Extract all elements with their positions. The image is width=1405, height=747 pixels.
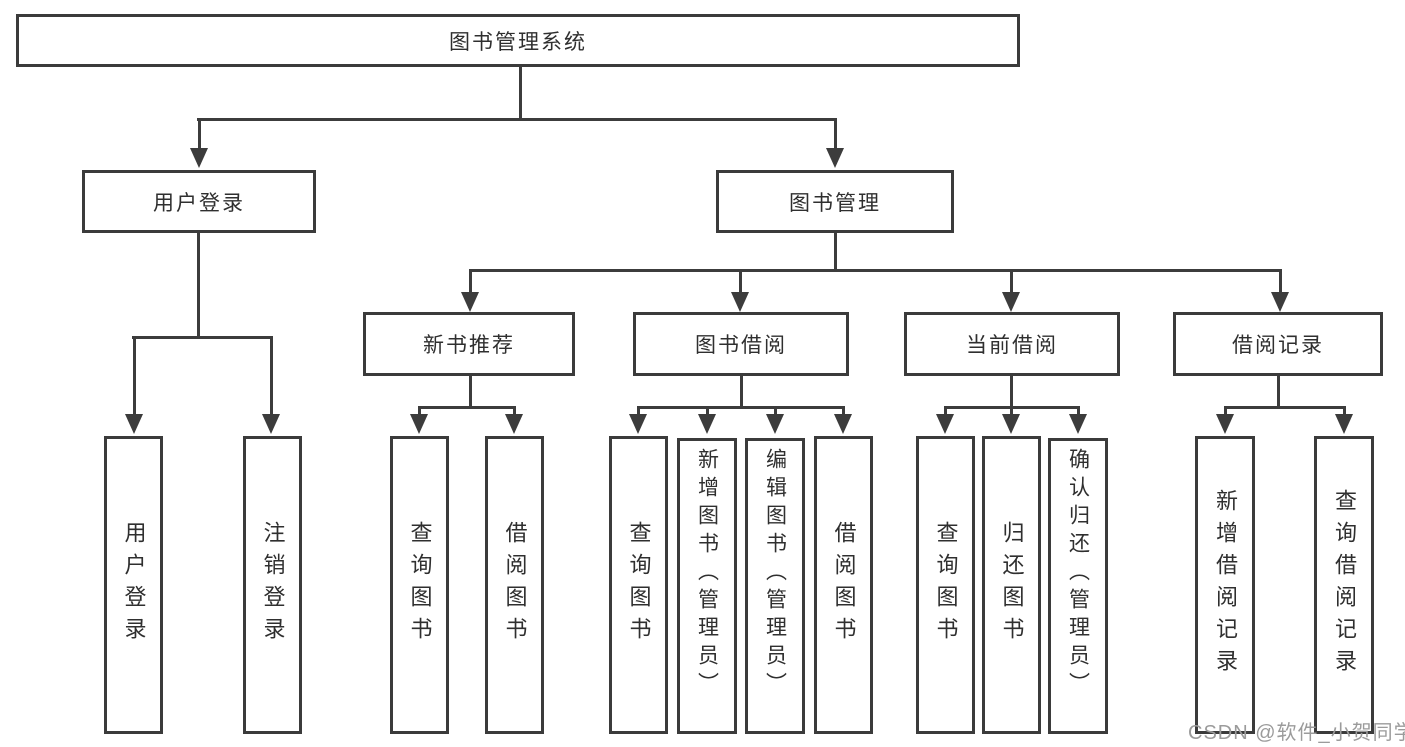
connector-line (944, 406, 947, 416)
arrow-down-icon (125, 414, 143, 434)
leaf-cb-return-books: 归还图书 (982, 436, 1041, 734)
arrow-down-icon (461, 292, 479, 312)
arrow-down-icon (936, 414, 954, 434)
node-user-login: 用户登录 (82, 170, 316, 233)
connector-line (197, 118, 837, 121)
leaf-bb-add-books-admin: 新增图书（管理员） (677, 438, 737, 734)
leaf-br-add-record: 新增借阅记录 (1195, 436, 1255, 734)
arrow-down-icon (262, 414, 280, 434)
connector-line (1343, 406, 1346, 416)
arrow-down-icon (766, 414, 784, 434)
arrow-down-icon (1216, 414, 1234, 434)
connector-line (774, 406, 777, 416)
connector-line (1010, 376, 1013, 408)
connector-line (418, 406, 421, 416)
connector-line (1277, 376, 1280, 408)
connector-line (834, 233, 837, 271)
arrow-down-icon (410, 414, 428, 434)
csdn-watermark: CSDN @软件_小贺同学 (1188, 722, 1405, 744)
connector-line (1077, 406, 1080, 416)
connector-line (469, 269, 472, 293)
connector-line (1010, 406, 1013, 416)
node-current-borrowing: 当前借阅 (904, 312, 1120, 376)
connector-line (637, 406, 640, 416)
connector-line (197, 233, 200, 339)
leaf-bb-query-books: 查询图书 (609, 436, 668, 734)
arrow-down-icon (190, 148, 208, 168)
leaf-nbr-query-books: 查询图书 (390, 436, 449, 734)
arrow-down-icon (1271, 292, 1289, 312)
connector-line (270, 336, 273, 414)
leaf-nbr-borrow-books: 借阅图书 (485, 436, 544, 734)
connector-line (834, 118, 837, 148)
arrow-down-icon (834, 414, 852, 434)
connector-line (739, 269, 742, 293)
connector-line (132, 336, 272, 339)
leaf-logout: 注销登录 (243, 436, 302, 734)
connector-line (706, 406, 709, 416)
connector-line (1224, 406, 1227, 416)
node-new-book-recommend: 新书推荐 (363, 312, 575, 376)
connector-line (469, 376, 472, 408)
connector-line (740, 376, 743, 408)
arrow-down-icon (1069, 414, 1087, 434)
leaf-user-login: 用户登录 (104, 436, 163, 734)
connector-line (1279, 269, 1282, 293)
connector-line (842, 406, 845, 416)
leaf-cb-query-books: 查询图书 (916, 436, 975, 734)
connector-line (133, 336, 136, 414)
connector-line (418, 406, 516, 409)
node-borrowing-records: 借阅记录 (1173, 312, 1383, 376)
connector-line (469, 269, 1282, 272)
leaf-bb-edit-books-admin: 编辑图书（管理员） (745, 438, 805, 734)
connector-line (513, 406, 516, 416)
connector-line (637, 406, 845, 409)
arrow-down-icon (505, 414, 523, 434)
arrow-down-icon (731, 292, 749, 312)
leaf-cb-confirm-return-admin: 确认归还（管理员） (1048, 438, 1108, 734)
arrow-down-icon (826, 148, 844, 168)
node-book-management: 图书管理 (716, 170, 954, 233)
connector-line (1224, 406, 1345, 409)
arrow-down-icon (1002, 414, 1020, 434)
leaf-bb-borrow-books: 借阅图书 (814, 436, 873, 734)
leaf-br-query-record: 查询借阅记录 (1314, 436, 1374, 734)
connector-line (1010, 269, 1013, 293)
node-system-root: 图书管理系统 (16, 14, 1020, 67)
node-book-borrowing: 图书借阅 (633, 312, 849, 376)
connector-line (519, 67, 522, 120)
arrow-down-icon (698, 414, 716, 434)
arrow-down-icon (1335, 414, 1353, 434)
arrow-down-icon (629, 414, 647, 434)
connector-line (198, 118, 201, 148)
arrow-down-icon (1002, 292, 1020, 312)
